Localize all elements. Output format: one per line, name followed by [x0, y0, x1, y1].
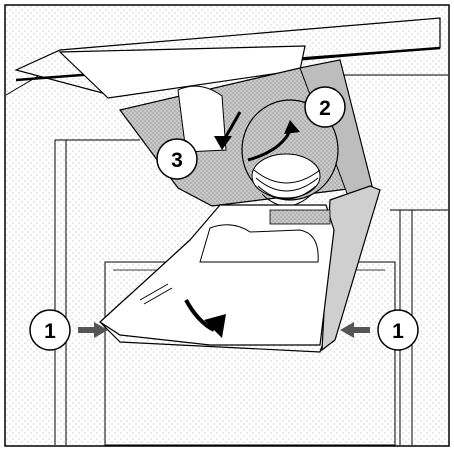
callout-2: 2: [305, 87, 345, 127]
callout-1-left: 1: [30, 310, 70, 350]
callout-3: 3: [157, 139, 197, 179]
callout-label: 2: [319, 97, 331, 120]
callout-label: 1: [392, 320, 404, 343]
callout-label: 1: [44, 320, 56, 343]
callout-label: 3: [171, 149, 183, 172]
callout-1-right: 1: [378, 310, 418, 350]
